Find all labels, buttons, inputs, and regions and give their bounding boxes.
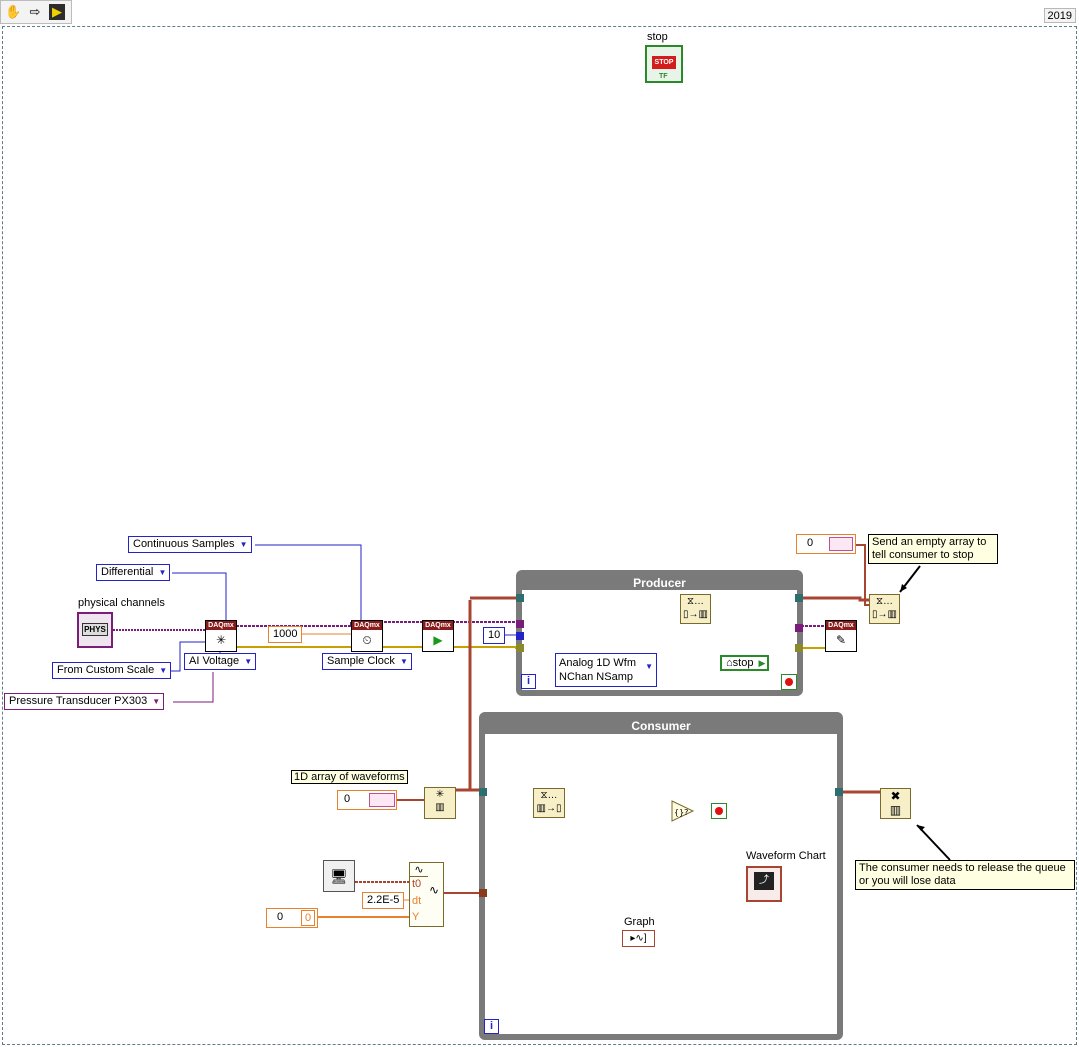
stop-control-label: stop — [647, 31, 668, 43]
house-icon: ⌂ — [726, 657, 733, 669]
tunnel — [516, 594, 524, 602]
channel-type-enum[interactable]: AI Voltage — [184, 653, 257, 670]
tunnel — [795, 624, 803, 632]
tunnel — [479, 889, 487, 897]
consumer-iteration-terminal: i — [484, 1019, 499, 1034]
dt-constant[interactable]: 2.2E-5 — [362, 892, 405, 909]
chevron-down-icon: ▼ — [645, 662, 653, 671]
waveform-element — [829, 537, 853, 551]
stop-local-variable[interactable]: ⌂stop▶ — [720, 655, 770, 671]
rate-constant[interactable]: 1000 — [268, 626, 303, 643]
custom-scale-constant[interactable]: Pressure Transducer PX303 — [4, 693, 165, 710]
y-array-constant[interactable]: 0 0 — [266, 908, 318, 928]
eraser-icon: ✎ — [835, 633, 847, 647]
dequeue-element-node[interactable]: ⧖…▥→▯ — [533, 788, 565, 818]
run-icon[interactable]: ▶ — [49, 4, 65, 20]
empty-array-check-node[interactable]: {}? — [671, 800, 695, 822]
note-empty-array: Send an empty array to tell consumer to … — [868, 534, 998, 564]
daqmx-clear-task-node[interactable]: DAQmx ✎ — [825, 620, 857, 652]
terminal-config-enum[interactable]: Differential — [96, 564, 171, 581]
note-release-queue: The consumer needs to release the queue … — [855, 860, 1075, 890]
dt-terminal: dt — [412, 895, 422, 907]
sample-mode-enum[interactable]: Continuous Samples — [128, 536, 252, 553]
toolbar: ✋ ⇨ ▶ — [0, 0, 72, 24]
tunnel — [835, 788, 843, 796]
hand-icon[interactable]: ✋ — [5, 4, 22, 19]
waveform-chart-terminal[interactable]: ⤴ — [746, 866, 782, 902]
tunnel — [516, 644, 524, 652]
producer-stop-terminal[interactable] — [781, 674, 797, 690]
daqmx-timing-node[interactable]: DAQmx ⏲ — [351, 620, 383, 652]
waveform-element — [369, 793, 395, 807]
version-label: 2019 — [1043, 8, 1076, 23]
chart-icon: ⤴ — [754, 872, 774, 890]
physical-channels-control[interactable]: PHYS — [77, 612, 113, 648]
waveform-chart-label: Waveform Chart — [746, 850, 826, 862]
tunnel — [479, 788, 487, 796]
tunnel — [795, 594, 803, 602]
release-queue-node[interactable]: ✖▥ — [880, 788, 911, 819]
producer-iteration-terminal: i — [521, 674, 536, 689]
tunnel — [516, 620, 524, 628]
waveform-out-icon: ∿ — [429, 883, 440, 897]
arrow-right-icon: ▶ — [758, 658, 766, 668]
svg-text:{}?: {}? — [674, 808, 688, 817]
empty-array-constant[interactable]: 0 — [796, 534, 856, 554]
play-icon: ▶ — [433, 633, 443, 647]
stop-control[interactable]: STOP TF — [645, 45, 683, 83]
timing-enum[interactable]: Sample Clock — [322, 653, 412, 670]
physical-channels-label: physical channels — [78, 597, 165, 609]
graph-label: Graph — [624, 916, 655, 928]
y-terminal: Y — [412, 911, 420, 923]
phys-text: PHYS — [82, 623, 108, 636]
daqmx-create-channel-node[interactable]: DAQmx ✳ — [205, 620, 237, 652]
stop-circle-icon — [715, 807, 723, 815]
producer-title: Producer — [633, 576, 686, 590]
consumer-loop[interactable] — [479, 712, 843, 1040]
waveform-icon: ∿ — [410, 863, 428, 877]
stop-tf: TF — [659, 73, 668, 80]
stop-circle-icon — [785, 678, 793, 686]
tunnel — [795, 644, 803, 652]
read-mode-line1: Analog 1D Wfm — [559, 657, 637, 669]
read-mode-selector[interactable]: Analog 1D Wfm NChan NSamp ▼ — [555, 653, 657, 687]
daqmx-start-task-node[interactable]: DAQmx ▶ — [422, 620, 454, 652]
units-enum[interactable]: From Custom Scale — [52, 662, 172, 679]
obtain-queue-node[interactable]: ✳▥ — [424, 787, 456, 819]
samples-per-channel-constant[interactable]: 10 — [483, 627, 506, 644]
clock-icon: ⏲ — [362, 633, 372, 647]
consumer-title: Consumer — [631, 719, 691, 733]
enqueue-element-node[interactable]: ⧖…▯→▥ — [680, 594, 711, 624]
consumer-stop-terminal[interactable] — [711, 803, 727, 819]
array-of-waveforms-label: 1D array of waveforms — [291, 770, 408, 784]
t0-terminal: t0 — [412, 878, 422, 890]
read-mode-line2: NChan NSamp — [559, 671, 633, 683]
diagram-frame — [2, 26, 1077, 1045]
array-of-waveforms-constant[interactable]: 0 — [337, 790, 397, 810]
enqueue-empty-node[interactable]: ⧖…▯→▥ — [869, 594, 900, 624]
tunnel — [516, 632, 524, 640]
create-channel-icon: ✳ — [215, 633, 227, 647]
graph-indicator[interactable]: ▸∿] — [622, 930, 655, 947]
arrow-icon[interactable]: ⇨ — [29, 4, 41, 19]
stop-button-face[interactable]: STOP — [652, 56, 676, 69]
get-date-time-node[interactable]: 🖥 — [323, 860, 355, 892]
build-waveform-node[interactable]: ∿ t0 dt Y ∿ — [409, 862, 444, 927]
